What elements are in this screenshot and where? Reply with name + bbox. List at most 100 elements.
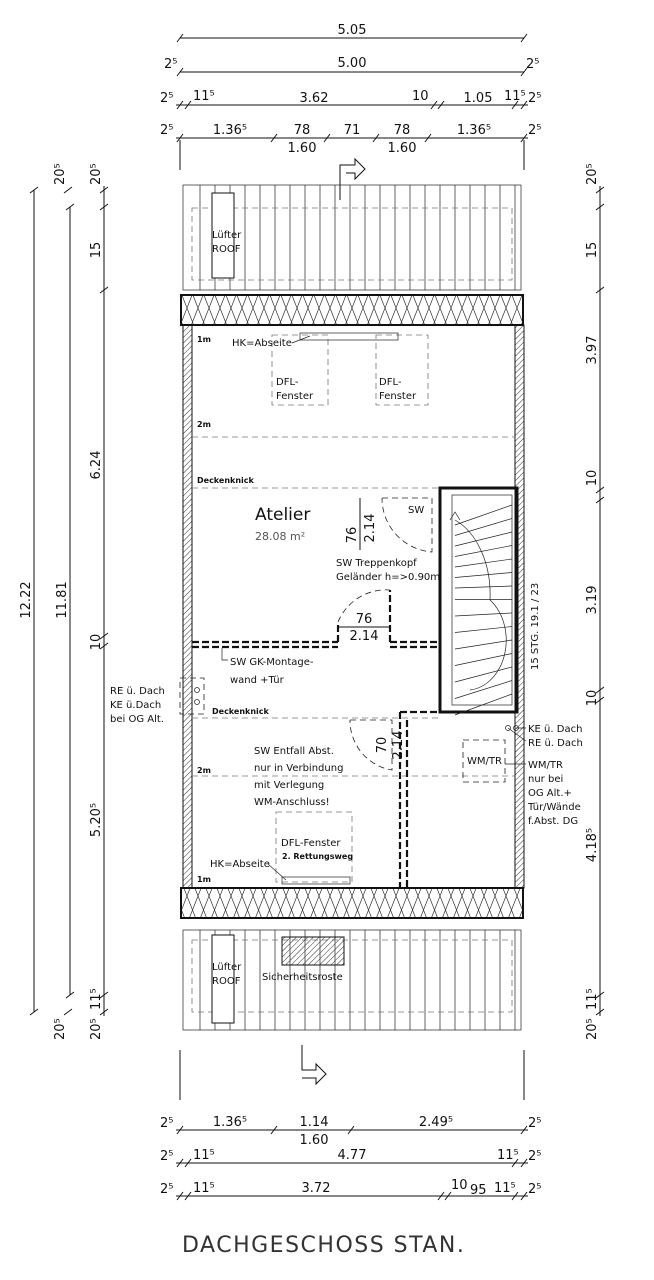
drawing-line [454,504,513,526]
entfall-note: WM-Anschluss! [254,797,330,808]
deckenknick-label: Deckenknick [197,476,255,485]
dim-label: 10 [412,89,429,104]
room-name: Atelier [255,505,310,525]
entfall-note: nur in Verbindung [254,763,343,774]
deckenknick-label: Deckenknick [212,707,270,716]
hk-label: HK=Abseite [232,338,292,349]
dim-label: 2⁵ [160,123,173,138]
drawing-line [454,572,513,578]
door-width: 70 [375,737,390,754]
dim-label: 3.72 [302,1181,331,1196]
dim-label: 20⁵ [89,163,104,185]
bottom-dimensions: 2⁵ 1.36⁵ 1.14 1.60 2.49⁵ 2⁵ 2⁵ 11⁵ 4.77 … [160,1115,541,1201]
dim-label: 11⁵ [494,1181,516,1196]
drawing-line [454,693,513,716]
dim-label: 2⁵ [160,1116,173,1131]
dim-label: 4.77 [338,1148,367,1163]
door-height: 2.14 [350,629,379,644]
dim-label: 3.97 [585,336,600,365]
sw-label: SW [408,505,424,516]
wmtr-note: nur bei [528,774,563,785]
dim-label: 11⁵ [497,1148,519,1163]
dim-label: 4.18⁵ [585,828,600,862]
safety-grate [281,936,345,966]
sicherheitsroste-label: Sicherheitsroste [262,972,343,983]
dim-label: 1.60 [288,141,317,156]
dfl-label: DFL- [276,377,299,388]
door-width: 76 [345,527,360,544]
dfl-label: DFL- [379,377,402,388]
dfl-label: Fenster [276,391,314,402]
dim-label: 20⁵ [585,163,600,185]
dim-label: 1.60 [388,141,417,156]
dfl-label: DFL-Fenster [281,838,341,849]
dim-label: 10 [585,470,600,487]
roof-label: ROOF [212,976,241,987]
dim-label: 2⁵ [528,123,541,138]
re-label: RE ü. Dach [110,686,165,697]
drawing-line [454,680,513,699]
section-arrow-top [339,157,366,200]
dim-label: 1.05 [464,91,493,106]
drawing-line [454,518,513,536]
top-dimensions: 5.05 2⁵ 5.00 2⁵ 2⁵ 11⁵ 3.62 10 1.05 11⁵ … [160,23,541,156]
dim-label: 2⁵ [528,1149,541,1164]
dim-label: 11⁵ [585,988,600,1010]
luefter-label: Lüfter [212,962,242,973]
wmtr-note: f.Abst. DG [528,816,578,827]
dim-label: 20⁵ [53,163,68,185]
dim-label: 11⁵ [89,988,104,1010]
dim-label: 2⁵ [164,57,177,72]
dim-label: 11.81 [55,581,70,618]
og-label: bei OG Alt. [110,714,164,725]
roof-bottom: Lüfter ROOF Sicherheitsroste [180,887,524,1031]
door-height: 2.14 [391,731,406,760]
dim-label: 3.62 [300,91,329,106]
ke-label: KE ü. Dach [528,724,582,735]
room-area: 28.08 m² [255,530,305,543]
gelaender-label: Geländer h=>0.90m [336,572,440,583]
dim-label: 3.19 [585,586,600,615]
entfall-note: SW Entfall Abst. [254,746,334,757]
dim-label: 2.49⁵ [419,1115,453,1130]
wmtr-note: Tür/Wände [527,802,581,813]
door-width: 76 [356,612,373,627]
roof-top: Lüfter ROOF [180,184,524,326]
dim-label: 15 [585,242,600,259]
dim-label: 2⁵ [160,1182,173,1197]
dim-label: 6.24 [89,451,104,480]
re-label: RE ü. Dach [528,738,583,749]
left-dimensions: 12.22 11.81 20⁵ 20⁵ 20⁵ 15 6.24 10 5.20⁵… [19,163,109,1040]
dim-label: 2⁵ [528,1116,541,1131]
section-arrow-bottom [301,1045,327,1086]
dim-label: 10 [451,1178,468,1193]
drawing-line [454,666,513,683]
dim-label: 1.36⁵ [213,123,247,138]
dim-label: 20⁵ [585,1018,600,1040]
dim-label: 10 [585,690,600,707]
dim-label: 71 [344,123,361,138]
dim-label: 1.36⁵ [457,123,491,138]
drawing-line [454,612,513,617]
door-height: 2.14 [363,514,378,543]
dim-label: 78 [394,123,411,138]
staircase [438,486,519,716]
dim-label: 15 [89,242,104,259]
dim-label: 5.00 [338,56,367,71]
rettungsweg-label: 2. Rettungsweg [282,852,353,861]
wall-right [514,324,525,889]
drawing-line [454,639,513,650]
wmtr-note: WM/TR [528,760,563,771]
height-2m: 2m [197,420,211,429]
right-dimensions: 20⁵ 15 3.97 10 3.19 10 4.18⁵ 11⁵ 20⁵ [585,163,605,1040]
dim-label: 1.14 [300,1115,329,1130]
dim-label: 20⁵ [53,1018,68,1040]
dim-label: 11⁵ [193,1181,215,1196]
gk-label: wand +Tür [230,675,285,686]
dim-label: 5.05 [338,23,367,38]
luefter-label: Lüfter [212,230,242,241]
entfall-note: mit Verlegung [254,780,324,791]
dim-label: 2⁵ [160,91,173,106]
drawing-line [454,653,513,666]
